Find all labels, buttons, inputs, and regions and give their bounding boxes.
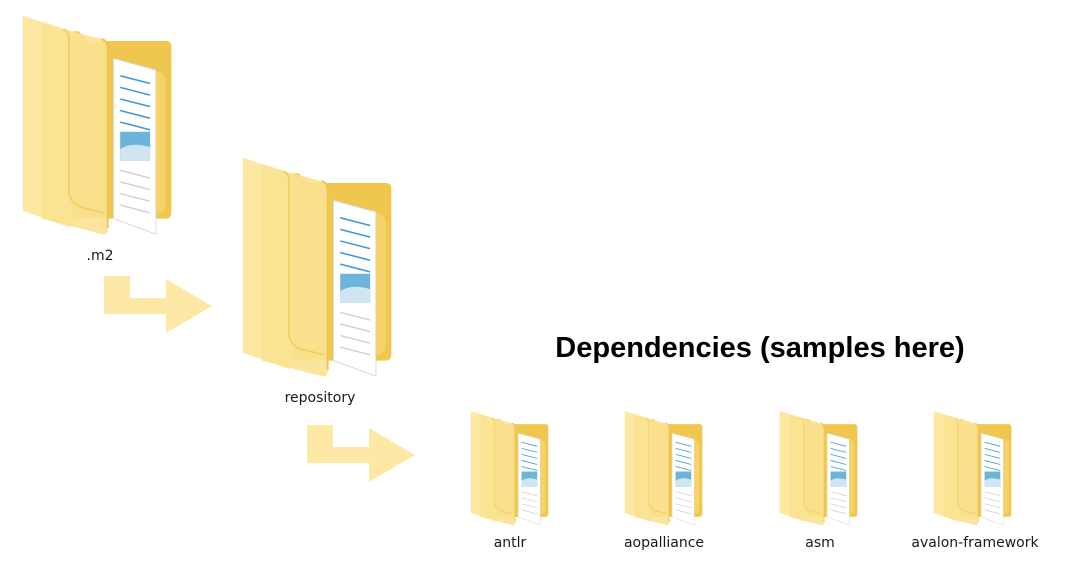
folder-avalon-framework[interactable] [929, 410, 1017, 526]
folder-open-icon [620, 410, 708, 526]
folder-label-asm: asm [805, 535, 835, 551]
folder-label-m2: .m2 [86, 248, 114, 264]
folder-open-icon [775, 410, 863, 526]
folder-open-icon [929, 410, 1017, 526]
folder-m2[interactable] [16, 14, 180, 236]
folder-antlr[interactable] [466, 410, 554, 526]
folder-open-icon [16, 14, 180, 236]
folder-aopalliance[interactable] [620, 410, 708, 526]
folder-repository[interactable] [236, 156, 400, 378]
folder-label-aopalliance: aopalliance [623, 535, 705, 551]
dependencies-heading: Dependencies (samples here) [555, 332, 965, 364]
folder-label-antlr: antlr [493, 535, 527, 551]
arrow-right-icon [104, 276, 214, 341]
folder-label-repository: repository [284, 390, 356, 406]
folder-asm[interactable] [775, 410, 863, 526]
folder-label-avalon-framework: avalon-framework [911, 535, 1039, 551]
folder-open-icon [466, 410, 554, 526]
arrow-right-icon [307, 425, 417, 490]
folder-open-icon [236, 156, 400, 378]
